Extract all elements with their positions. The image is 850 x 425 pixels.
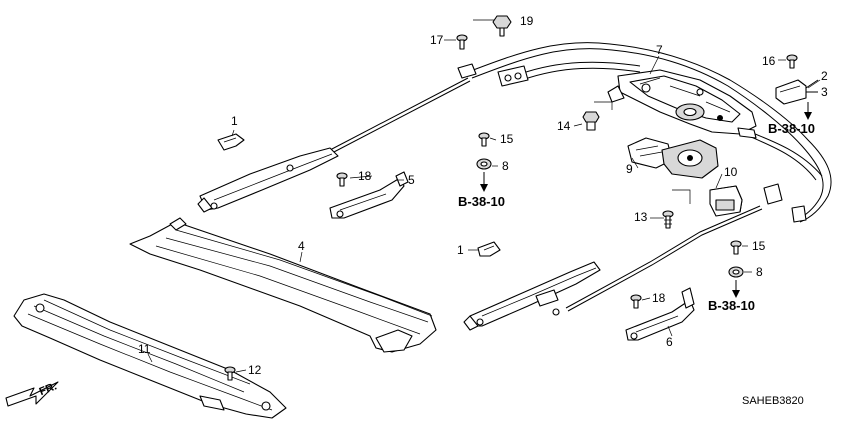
fastener-15-lower-screw: [730, 240, 742, 255]
reference-b-38-10-lower-right: B-38-10: [708, 298, 755, 313]
label-part-16: 16: [762, 54, 776, 68]
part-1-clip-upper: [217, 133, 245, 151]
label-part-19: 19: [520, 14, 534, 28]
label-part-8-lower: 8: [756, 265, 763, 279]
label-part-18-right: 18: [652, 291, 666, 305]
label-part-1-upper: 1: [231, 114, 238, 128]
part-10-control-unit: [709, 185, 743, 217]
label-part-11: 11: [138, 342, 151, 356]
label-part-13: 13: [634, 210, 648, 224]
reference-arrows: [480, 102, 812, 298]
left-guide-rail: [197, 147, 339, 213]
label-part-3: 3: [821, 85, 828, 99]
fastener-19-bolt: [492, 15, 512, 37]
part-11-front-frame: [13, 293, 287, 419]
label-part-14: 14: [557, 119, 571, 133]
part-6-right-bracket: [625, 287, 695, 341]
part-1-clip-lower: [477, 241, 501, 257]
label-part-12: 12: [248, 363, 262, 377]
label-part-7: 7: [656, 43, 663, 57]
label-part-1-lower: 1: [457, 243, 464, 257]
label-part-2: 2: [821, 69, 828, 83]
fastener-12-screw: [224, 366, 236, 381]
label-part-17: 17: [430, 33, 444, 47]
fastener-18-left-screw: [336, 172, 348, 187]
right-guide-rail: [463, 261, 601, 331]
label-part-6: 6: [666, 335, 673, 349]
fastener-18-right-screw: [630, 294, 642, 309]
label-part-4: 4: [298, 239, 305, 253]
fastener-15-upper-screw: [478, 132, 490, 147]
label-part-15-upper: 15: [500, 132, 514, 146]
fastener-16-bolt: [786, 54, 798, 69]
part-4-rear-frame: [129, 217, 437, 353]
part-9-sunroof-motor: [627, 137, 719, 179]
drive-cable: [329, 77, 763, 312]
fastener-8-upper-nut: [476, 158, 492, 170]
reference-b-38-10-center: B-38-10: [458, 194, 505, 209]
label-part-8-upper: 8: [502, 159, 509, 173]
reference-b-38-10-upper-right: B-38-10: [768, 121, 815, 136]
part-2-3-bracket: [775, 79, 819, 105]
fastener-17-bolt: [456, 34, 468, 50]
drawing-code: SAHEB3820: [742, 395, 804, 407]
fastener-13-bolt: [662, 210, 674, 229]
fastener-8-lower-nut: [728, 266, 744, 278]
part-5-left-bracket: [329, 171, 409, 219]
part-7-drive-frame: [607, 69, 757, 139]
leader-lines: [147, 19, 821, 373]
front-direction-arrow-icon: [5, 381, 59, 407]
label-part-10: 10: [724, 165, 738, 179]
label-part-15-lower: 15: [752, 239, 766, 253]
fastener-14-nut: [582, 111, 600, 131]
label-part-5: 5: [408, 173, 415, 187]
label-part-9: 9: [626, 162, 633, 176]
label-part-18-left: 18: [358, 169, 372, 183]
